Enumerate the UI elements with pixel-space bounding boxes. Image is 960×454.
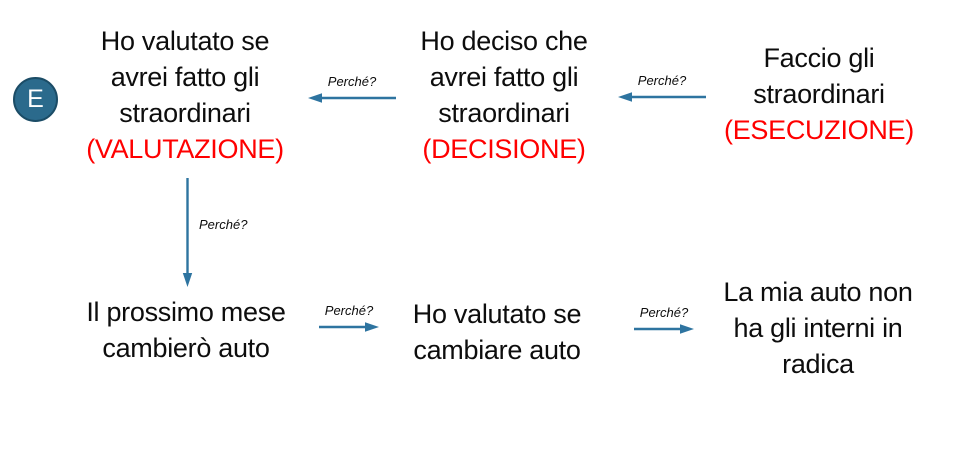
why-label: Perché? bbox=[639, 305, 689, 320]
node-valutazione-line3: straordinari bbox=[119, 98, 251, 128]
node-interni-radica-line2: ha gli interni in bbox=[733, 313, 903, 343]
node-valutato-cambiare-line1: Ho valutato se bbox=[412, 299, 582, 329]
right-arrow-icon bbox=[319, 322, 379, 332]
node-valutato-cambiare-line2: cambiare auto bbox=[413, 335, 581, 365]
why-label: Perché? bbox=[327, 74, 377, 89]
arrow-prossimo-to-valutato: Perché? bbox=[317, 303, 381, 334]
node-valutazione-line2: avrei fatto gli bbox=[110, 62, 260, 92]
why-label: Perché? bbox=[199, 217, 248, 232]
phase-badge: E bbox=[13, 77, 58, 122]
node-valutazione-tag: (VALUTAZIONE) bbox=[86, 134, 284, 164]
node-decisione-line3: straordinari bbox=[438, 98, 570, 128]
node-prossimo-mese-line1: Il prossimo mese bbox=[86, 297, 286, 327]
node-decisione: Ho deciso che avrei fatto gli straordina… bbox=[384, 23, 624, 167]
node-valutazione: Ho valutato se avrei fatto gli straordin… bbox=[65, 23, 305, 167]
down-arrow-icon bbox=[182, 178, 193, 287]
arrow-decisione-to-valutazione: Perché? bbox=[306, 74, 398, 105]
node-prossimo-mese: Il prossimo mese cambierò auto bbox=[66, 294, 306, 366]
node-interni-radica: La mia auto non ha gli interni in radica bbox=[686, 274, 950, 382]
arrow-esecuzione-to-decisione: Perché? bbox=[616, 73, 708, 104]
node-decisione-line1: Ho deciso che bbox=[420, 26, 588, 56]
left-arrow-icon bbox=[308, 93, 396, 103]
right-arrow-icon bbox=[634, 324, 694, 334]
node-interni-radica-line1: La mia auto non bbox=[723, 277, 913, 307]
node-valutazione-line1: Ho valutato se bbox=[100, 26, 270, 56]
node-decisione-tag: (DECISIONE) bbox=[422, 134, 586, 164]
why-label: Perché? bbox=[637, 73, 687, 88]
node-valutato-cambiare: Ho valutato se cambiare auto bbox=[377, 296, 617, 368]
node-decisione-line2: avrei fatto gli bbox=[429, 62, 579, 92]
node-interni-radica-line3: radica bbox=[782, 349, 854, 379]
arrow-valutato-to-interni: Perché? bbox=[632, 305, 696, 336]
node-esecuzione: Faccio gli straordinari (ESECUZIONE) bbox=[699, 40, 939, 148]
left-arrow-icon bbox=[618, 92, 706, 102]
why-label: Perché? bbox=[324, 303, 374, 318]
node-prossimo-mese-line2: cambierò auto bbox=[102, 333, 270, 363]
node-esecuzione-line2: straordinari bbox=[753, 79, 885, 109]
node-esecuzione-tag: (ESECUZIONE) bbox=[724, 115, 914, 145]
node-esecuzione-line1: Faccio gli bbox=[763, 43, 875, 73]
